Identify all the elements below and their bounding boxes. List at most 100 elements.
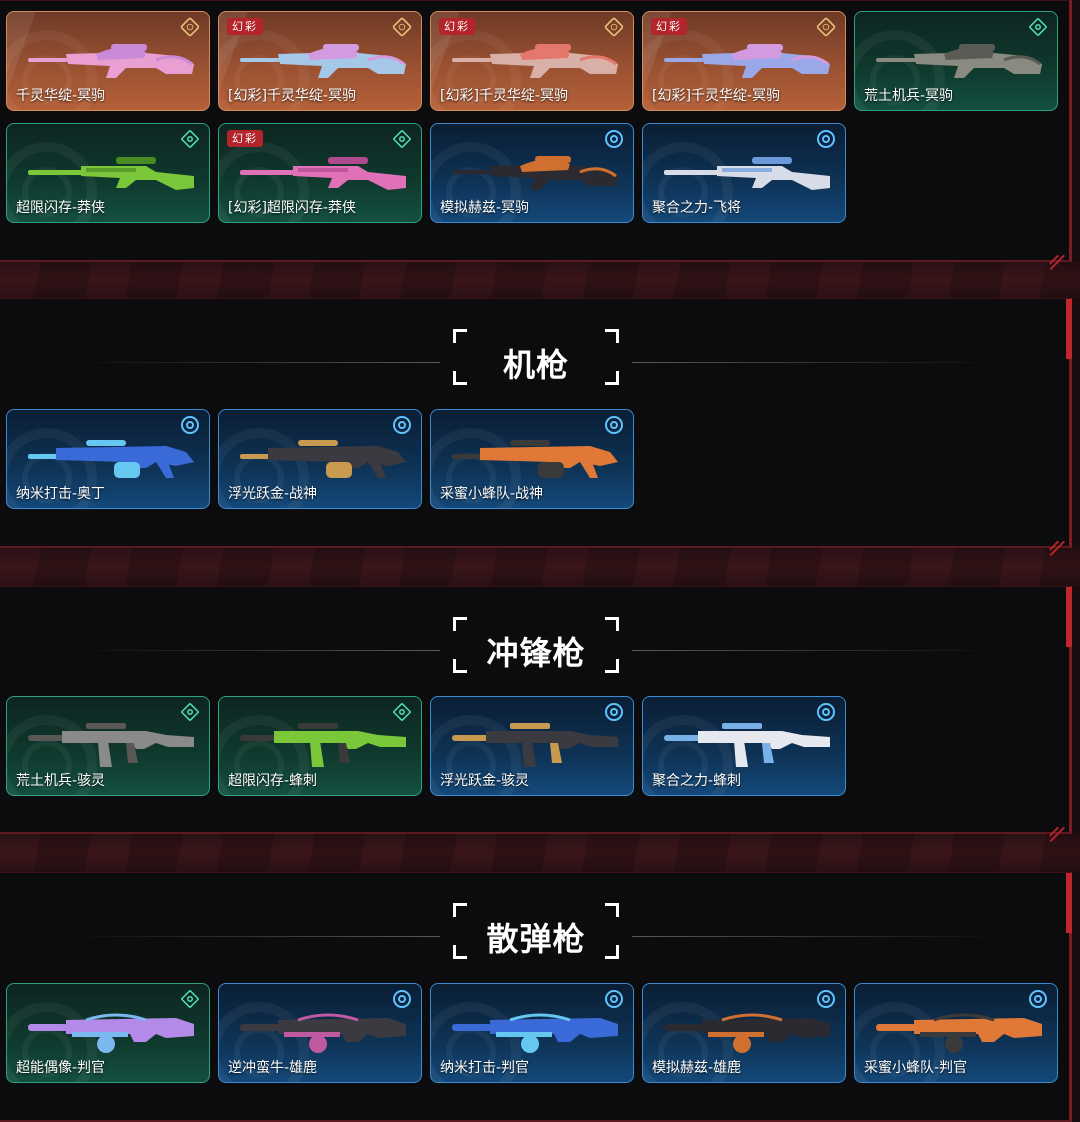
weapon-image bbox=[664, 44, 830, 78]
card-bg-ring bbox=[219, 1002, 309, 1082]
header-line-right bbox=[632, 650, 1002, 651]
skin-card[interactable]: 浮光跃金-骇灵 bbox=[430, 696, 634, 796]
weapon-image bbox=[452, 440, 618, 478]
background-strip bbox=[0, 548, 1080, 586]
skin-card[interactable]: 荒土机兵-冥驹 bbox=[854, 11, 1058, 111]
card-bg-ring bbox=[7, 428, 97, 508]
card-bg-ring bbox=[643, 142, 733, 222]
background-strip bbox=[0, 262, 1080, 298]
skin-name: 千灵华绽-冥驹 bbox=[16, 88, 106, 104]
skin-card[interactable]: 逆冲蛮牛-雄鹿 bbox=[218, 983, 422, 1083]
red-accent-bar bbox=[1066, 873, 1072, 933]
skin-card[interactable]: 采蜜小蜂队-战神 bbox=[430, 409, 634, 509]
skin-card[interactable]: 模拟赫兹-雄鹿 bbox=[642, 983, 846, 1083]
card-bg-ring bbox=[431, 30, 521, 110]
skin-card[interactable]: 采蜜小蜂队-判官 bbox=[854, 983, 1058, 1083]
card-bg-ring bbox=[219, 715, 309, 795]
red-accent-bar bbox=[1066, 587, 1072, 647]
circle-rank-icon bbox=[817, 990, 835, 1008]
card-bg-ring bbox=[446, 740, 496, 790]
title-bracket bbox=[453, 329, 619, 385]
skin-name: 浮光跃金-骇灵 bbox=[440, 773, 530, 789]
skin-card[interactable]: 超能偶像-判官 bbox=[6, 983, 210, 1083]
weapon-image bbox=[876, 44, 1042, 78]
card-bg-ring bbox=[431, 1002, 521, 1082]
weapon-image bbox=[28, 157, 194, 190]
card-bg-ring bbox=[431, 428, 521, 508]
skin-card[interactable]: 聚合之力-飞将 bbox=[642, 123, 846, 223]
skin-name: 聚合之力-飞将 bbox=[652, 200, 742, 216]
skin-card[interactable]: 幻彩 [幻彩]千灵华绽-冥驹 bbox=[430, 11, 634, 111]
card-bg-ring bbox=[643, 1002, 733, 1082]
skin-card[interactable]: 纳米打击-奥丁 bbox=[6, 409, 210, 509]
circle-rank-icon bbox=[605, 990, 623, 1008]
skin-name: 采蜜小蜂队-战神 bbox=[440, 486, 544, 502]
card-bg-ring bbox=[431, 142, 521, 222]
title-bracket bbox=[453, 903, 619, 959]
skin-card[interactable]: 幻彩 [幻彩]千灵华绽-冥驹 bbox=[218, 11, 422, 111]
skin-name: 模拟赫兹-冥驹 bbox=[440, 200, 530, 216]
weapon-image bbox=[664, 157, 830, 190]
skin-card[interactable]: 千灵华绽-冥驹 bbox=[6, 11, 210, 111]
corner-decoration bbox=[1049, 812, 1065, 828]
skin-card[interactable]: 荒土机兵-骇灵 bbox=[6, 696, 210, 796]
skin-name: 纳米打击-判官 bbox=[440, 1060, 530, 1076]
corner-decoration bbox=[1049, 526, 1065, 542]
section-header: 冲锋枪 bbox=[0, 615, 1072, 685]
section-title: 机枪 bbox=[502, 346, 569, 384]
weapon-image bbox=[452, 723, 618, 767]
card-bg-ring bbox=[643, 30, 733, 110]
circle-rank-icon bbox=[817, 130, 835, 148]
header-line-right bbox=[632, 362, 1002, 363]
section-title: 冲锋枪 bbox=[486, 634, 586, 672]
weapon-image bbox=[664, 723, 830, 767]
circle-rank-icon bbox=[605, 130, 623, 148]
card-bg-ring bbox=[219, 428, 309, 508]
skin-name: 荒土机兵-冥驹 bbox=[864, 88, 954, 104]
weapon-image bbox=[452, 1013, 618, 1053]
skin-card[interactable]: 超限闪存-莽侠 bbox=[6, 123, 210, 223]
card-bg-ring bbox=[219, 30, 309, 110]
skin-name: 浮光跃金-战神 bbox=[228, 486, 318, 502]
skin-card[interactable]: 超限闪存-蜂刺 bbox=[218, 696, 422, 796]
variant-badge: 幻彩 bbox=[227, 130, 263, 147]
section-header: 机枪 bbox=[0, 327, 1072, 397]
circle-rank-icon bbox=[181, 416, 199, 434]
skin-name: 纳米打击-奥丁 bbox=[16, 486, 106, 502]
card-bg-ring bbox=[219, 142, 309, 222]
corner-decoration bbox=[1049, 240, 1065, 256]
skin-card[interactable]: 聚合之力-蜂刺 bbox=[642, 696, 846, 796]
section-title: 散弹枪 bbox=[486, 920, 586, 958]
weapon-image bbox=[240, 1013, 406, 1053]
weapon-image bbox=[28, 44, 194, 78]
weapon-image bbox=[28, 723, 194, 767]
header-line-left bbox=[70, 936, 440, 937]
skin-card[interactable]: 幻彩 [幻彩]超限闪存-莽侠 bbox=[218, 123, 422, 223]
card-bg-ring bbox=[7, 715, 97, 795]
skin-name: 超限闪存-蜂刺 bbox=[228, 773, 318, 789]
circle-rank-icon bbox=[393, 990, 411, 1008]
card-bg-ring bbox=[855, 30, 945, 110]
weapon-image bbox=[452, 44, 618, 78]
skin-name: 超能偶像-判官 bbox=[16, 1060, 106, 1076]
skin-card[interactable]: 模拟赫兹-冥驹 bbox=[430, 123, 634, 223]
weapon-image bbox=[240, 44, 406, 78]
circle-rank-icon bbox=[605, 703, 623, 721]
skin-card[interactable]: 浮光跃金-战神 bbox=[218, 409, 422, 509]
header-line-right bbox=[632, 936, 1002, 937]
card-bg-ring bbox=[643, 715, 733, 795]
weapon-image bbox=[240, 440, 406, 478]
card-bg-ring bbox=[658, 740, 708, 790]
skin-card[interactable]: 纳米打击-判官 bbox=[430, 983, 634, 1083]
skin-name: 荒土机兵-骇灵 bbox=[16, 773, 106, 789]
skin-name: [幻彩]千灵华绽-冥驹 bbox=[652, 88, 780, 104]
skin-name: 逆冲蛮牛-雄鹿 bbox=[228, 1060, 318, 1076]
variant-badge: 幻彩 bbox=[651, 18, 687, 35]
skin-name: [幻彩]千灵华绽-冥驹 bbox=[440, 88, 568, 104]
header-line-left bbox=[70, 362, 440, 363]
skin-card[interactable]: 幻彩 [幻彩]千灵华绽-冥驹 bbox=[642, 11, 846, 111]
weapon-image bbox=[240, 723, 406, 767]
title-bracket bbox=[453, 617, 619, 673]
weapon-image bbox=[664, 1013, 830, 1053]
card-bg-ring bbox=[7, 142, 97, 222]
